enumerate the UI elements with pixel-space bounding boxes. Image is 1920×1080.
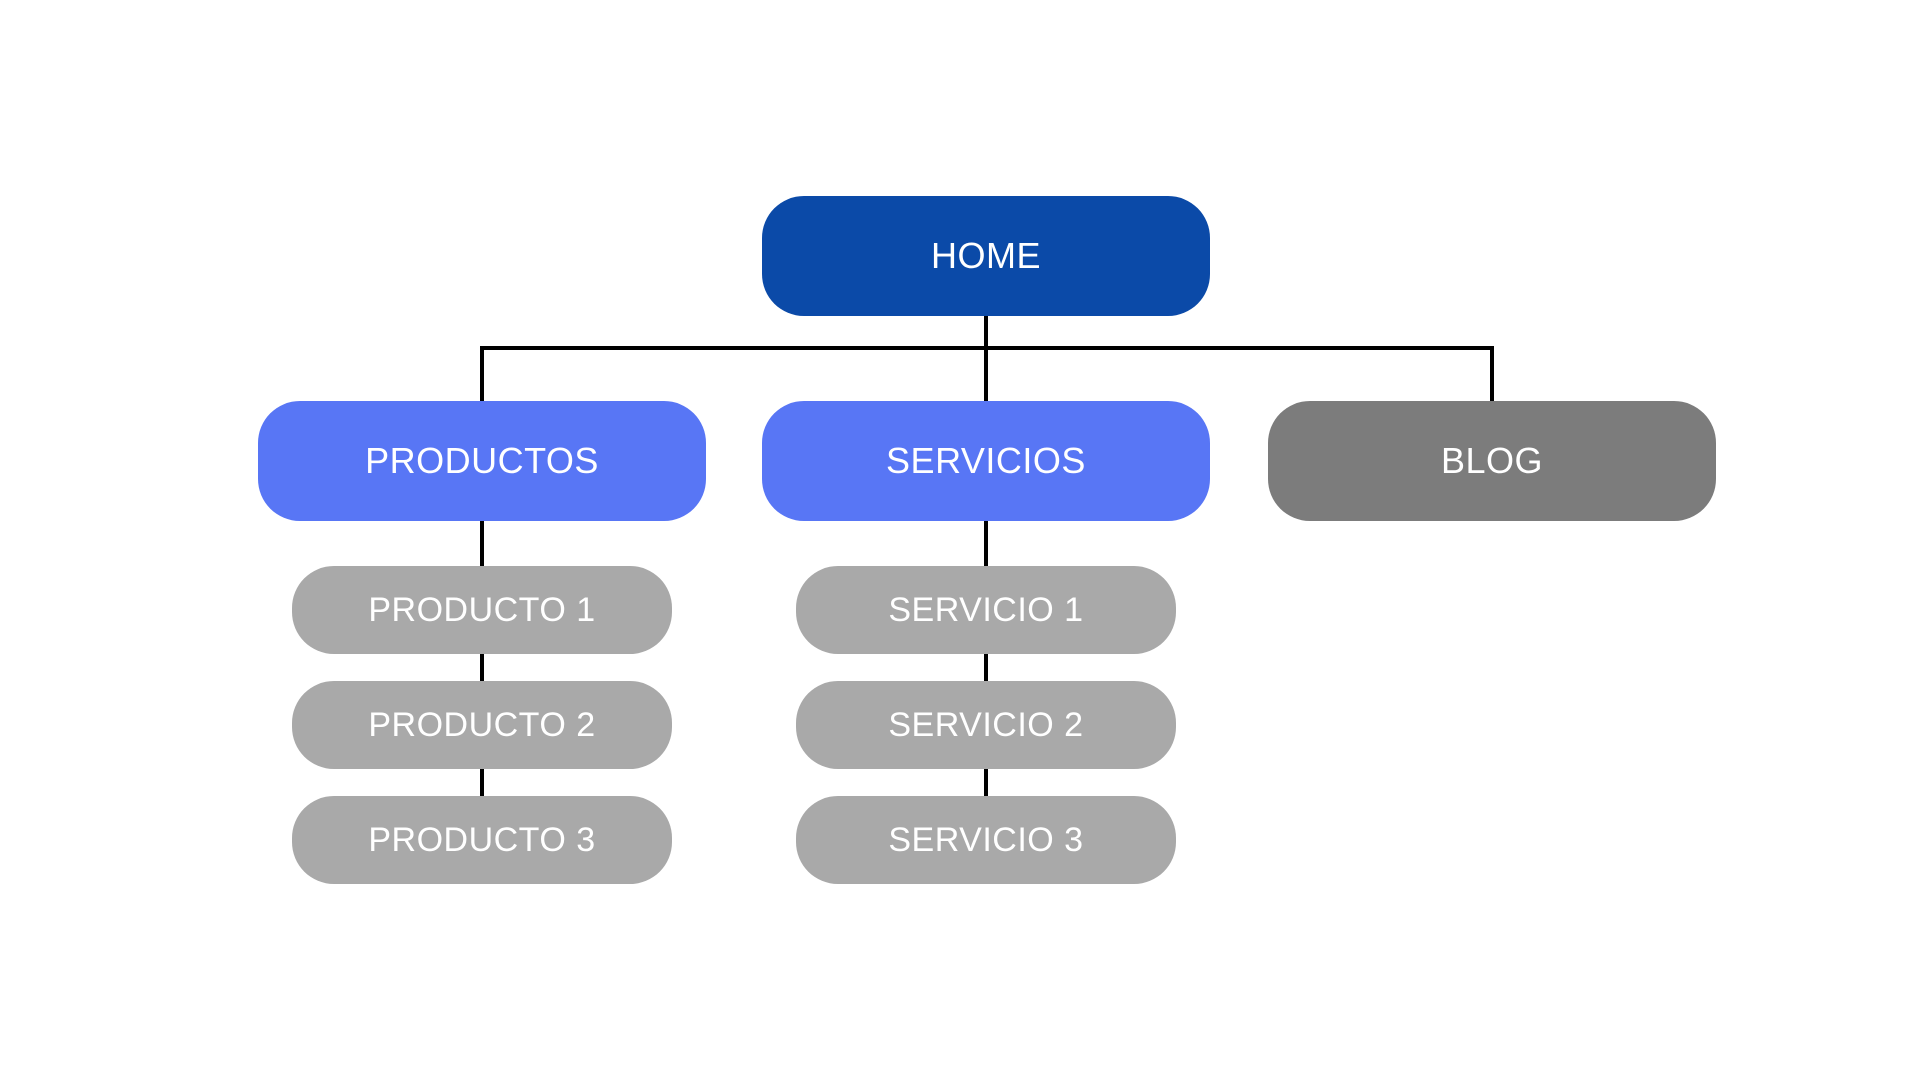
node-home: HOME	[762, 196, 1210, 316]
connector-productos-child-1	[480, 521, 484, 566]
connector-servicios-child-2	[984, 654, 988, 681]
connector-productos-child-3	[480, 769, 484, 796]
connector-productos-drop	[480, 350, 484, 401]
node-servicio-1: SERVICIO 1	[796, 566, 1176, 654]
connector-servicios-drop	[984, 350, 988, 401]
node-servicio-2: SERVICIO 2	[796, 681, 1176, 769]
connector-horizontal-bar	[480, 346, 1494, 350]
node-blog: BLOG	[1268, 401, 1716, 521]
node-producto-1: PRODUCTO 1	[292, 566, 672, 654]
node-servicios: SERVICIOS	[762, 401, 1210, 521]
connector-servicios-child-1	[984, 521, 988, 566]
node-producto-3: PRODUCTO 3	[292, 796, 672, 884]
node-servicio-3: SERVICIO 3	[796, 796, 1176, 884]
node-productos: PRODUCTOS	[258, 401, 706, 521]
connector-home-down	[984, 316, 988, 350]
node-producto-2: PRODUCTO 2	[292, 681, 672, 769]
connector-blog-drop	[1490, 350, 1494, 401]
connector-productos-child-2	[480, 654, 484, 681]
connector-servicios-child-3	[984, 769, 988, 796]
